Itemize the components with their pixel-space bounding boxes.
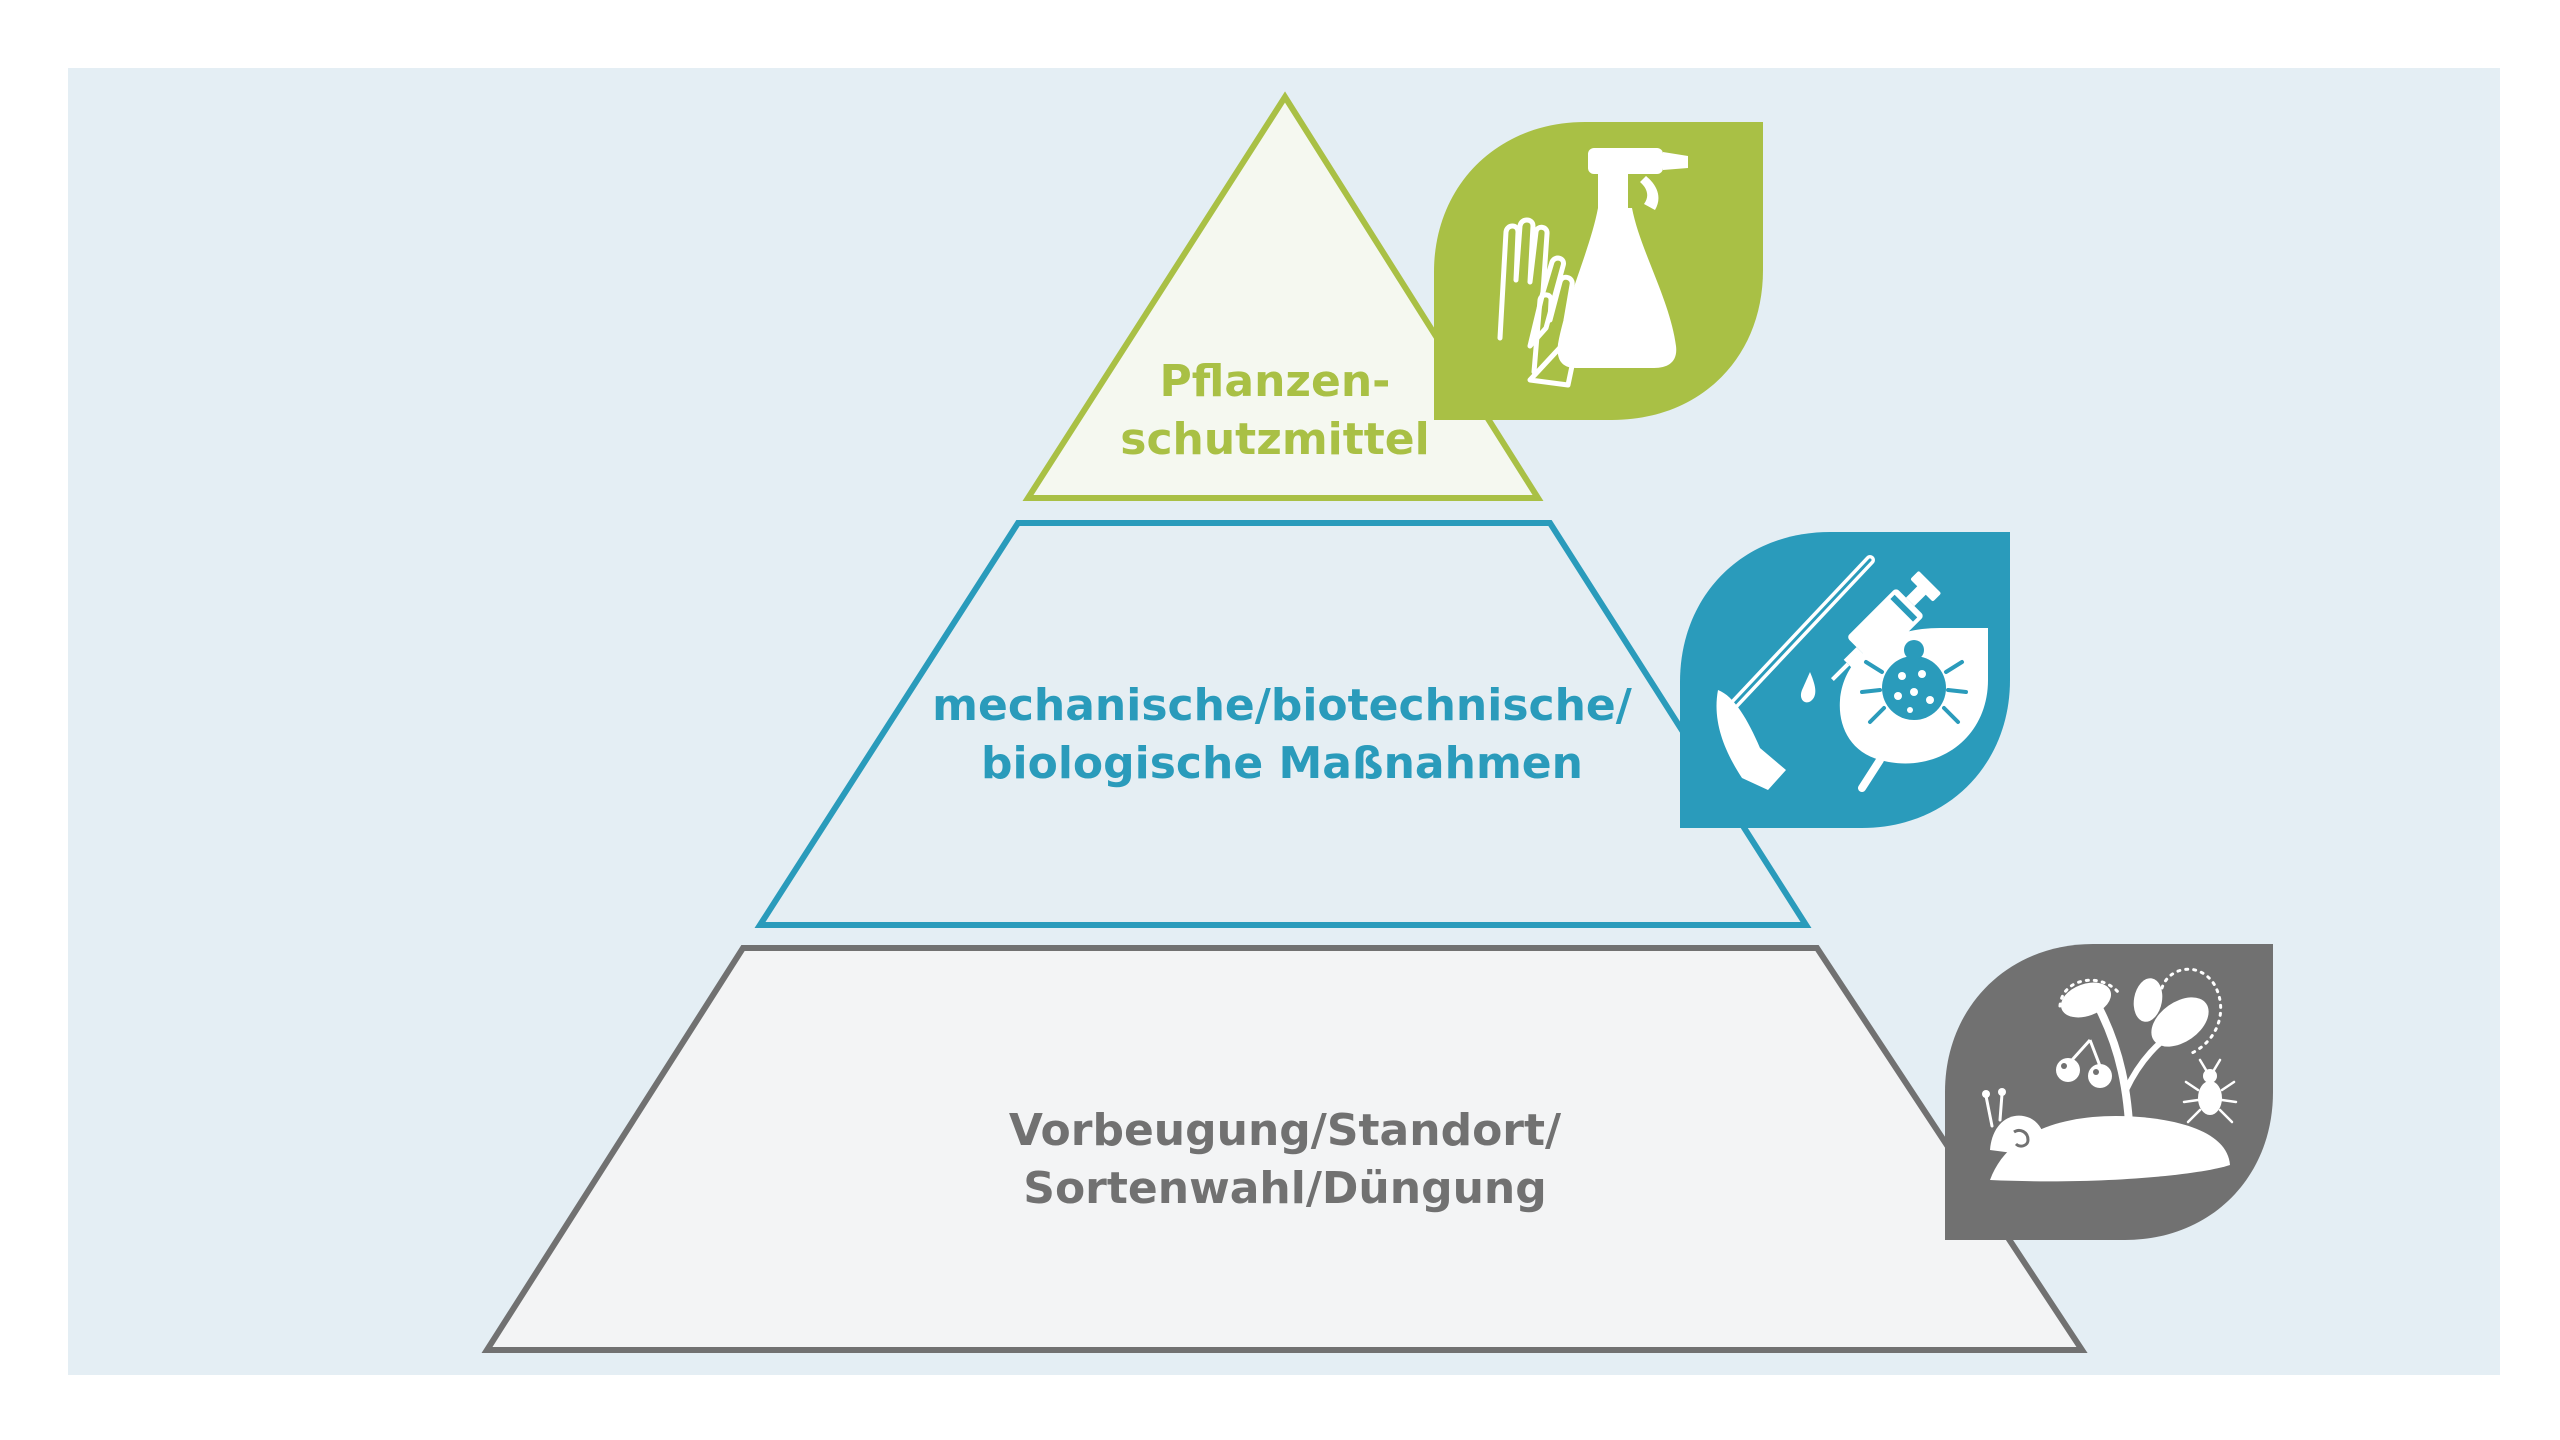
tier-bottom-shape: [481, 945, 2088, 1353]
gloves-spray-bottle-icon: [1434, 122, 1763, 420]
tier-bottom-label-line-1: Vorbeugung/Standort/: [1009, 1105, 1562, 1156]
bottom-leaf-badge: [1945, 944, 2273, 1240]
tier-bottom: Vorbeugung/Standort/ Sortenwahl/Düngung: [481, 945, 2088, 1353]
tier-middle-label-line-1: mechanische/biotechnische/: [932, 680, 1633, 731]
plant-snail-beetle-icon: [1945, 944, 2273, 1240]
tier-top-label-line-1: Pflanzen-: [1160, 356, 1391, 407]
tier-middle-label-line-2: biologische Maßnahmen: [981, 738, 1583, 789]
tier-bottom-label-line-2: Sortenwahl/Düngung: [1023, 1163, 1546, 1214]
hoe-syringe-beetle-leaf-icon: [1680, 532, 2010, 828]
tier-top-label-line-2: schutzmittel: [1120, 414, 1429, 465]
tier-middle-shape: [754, 520, 1812, 928]
tier-top-shape: [1022, 91, 1544, 501]
tier-top: Pflanzen- schutzmittel: [1022, 91, 1544, 501]
tier-middle: mechanische/biotechnische/ biologische M…: [754, 520, 1812, 928]
